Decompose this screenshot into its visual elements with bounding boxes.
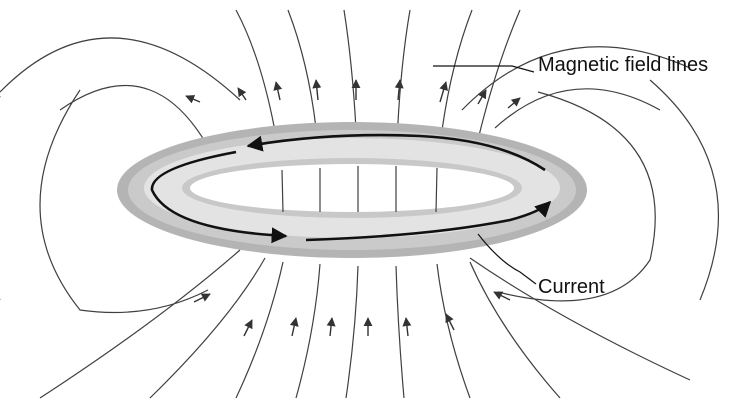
field-arrow-lower-3 xyxy=(326,317,336,337)
field-arrow-lower-6 xyxy=(445,313,455,331)
field-line-right-outer xyxy=(649,79,720,301)
field-line-lower-3 xyxy=(235,261,284,399)
field-line-lower-5 xyxy=(345,265,359,399)
field-line-lower-8 xyxy=(469,261,561,399)
ring-hole xyxy=(190,164,514,212)
leader-lines xyxy=(433,65,537,285)
field-line-lower-9 xyxy=(469,257,691,381)
leader-current xyxy=(477,233,537,285)
field-line-lower-4 xyxy=(295,263,321,399)
field-arrow-upper-left-1 xyxy=(185,95,201,104)
field-line-upper-10 xyxy=(494,88,661,129)
field-lines-side xyxy=(0,79,720,314)
field-line-upper-9 xyxy=(461,46,691,111)
current-arrows xyxy=(150,133,552,244)
field-arrow-lower-2 xyxy=(289,317,299,337)
field-arrow-upper-5 xyxy=(439,81,448,103)
field-line-right-inner xyxy=(497,91,656,302)
field-line-arrows xyxy=(185,79,521,337)
current-loop-ring xyxy=(117,122,587,258)
field-arrow-lower-right xyxy=(493,291,511,301)
label-current: Current xyxy=(538,276,605,298)
field-line-through-1 xyxy=(281,169,284,213)
field-line-lower-2 xyxy=(149,257,266,399)
field-arrow-lower-1 xyxy=(243,319,253,337)
field-line-upper-1 xyxy=(0,37,241,101)
current-arrow-top xyxy=(246,133,546,172)
current-arrow-left xyxy=(150,150,288,244)
field-arrow-upper-6 xyxy=(477,89,487,105)
field-arrow-upper-right xyxy=(507,97,521,109)
field-arrow-lower-left xyxy=(193,293,211,303)
field-line-lower-7 xyxy=(436,263,471,399)
field-arrow-upper-2 xyxy=(312,79,322,101)
field-arrow-upper-4 xyxy=(394,79,404,101)
field-line-left-inner xyxy=(39,89,209,314)
field-arrow-lower-5 xyxy=(402,317,412,337)
field-line-through-5 xyxy=(435,167,438,213)
current-arrow-bottom xyxy=(305,200,552,242)
field-line-lower-6 xyxy=(395,265,405,399)
field-line-lower-1 xyxy=(39,249,241,399)
label-magnetic-field-lines: Magnetic field lines xyxy=(538,54,709,76)
leader-field-lines xyxy=(433,65,535,73)
field-lines-through-loop xyxy=(281,166,438,213)
field-lines-lower xyxy=(39,249,691,399)
field-arrow-upper-1 xyxy=(273,81,283,101)
field-arrow-upper-left-2 xyxy=(237,87,247,101)
